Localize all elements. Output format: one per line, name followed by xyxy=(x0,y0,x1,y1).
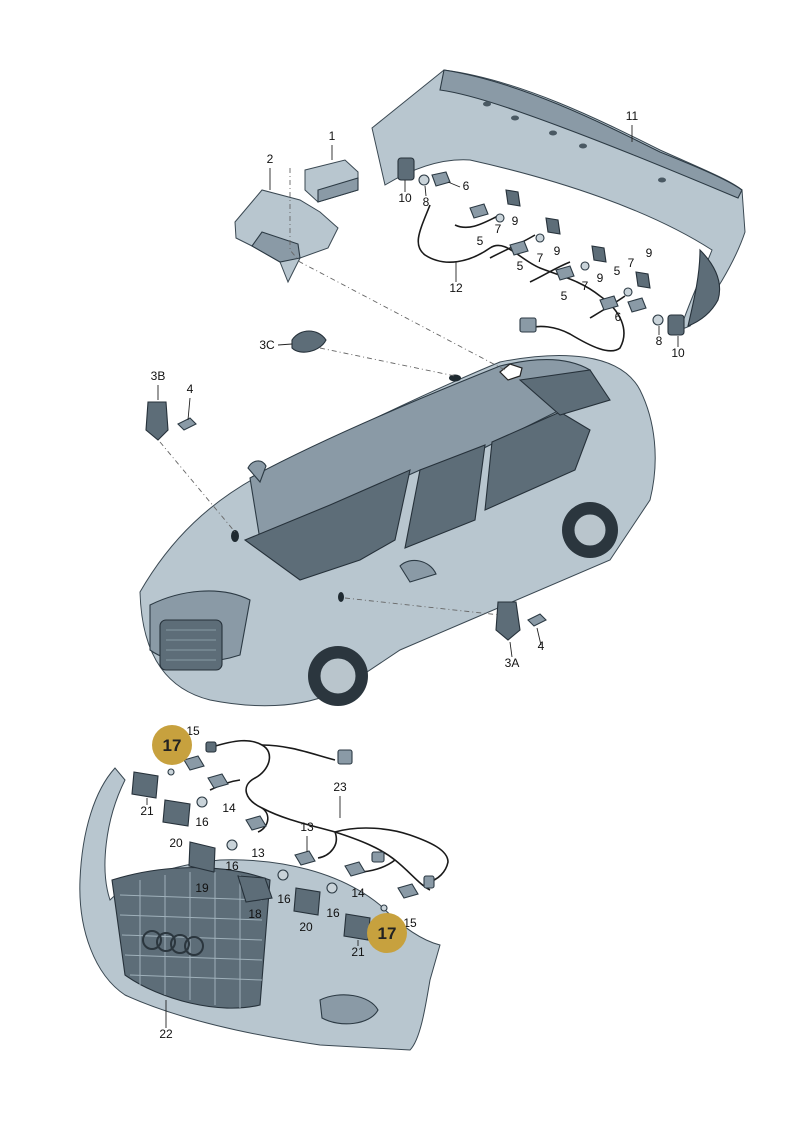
callout-c16c: 16 xyxy=(277,892,291,906)
reference-lines xyxy=(159,168,506,616)
callout-c7b: 7 xyxy=(537,251,544,265)
callout-c19: 19 xyxy=(195,881,209,895)
callout-c20b: 20 xyxy=(299,920,313,934)
callout-c16d: 16 xyxy=(326,906,340,920)
callout-c15b: 15 xyxy=(403,916,417,930)
car-body xyxy=(139,355,656,707)
callout-c5d: 5 xyxy=(561,289,568,303)
badge-label: 17 xyxy=(378,924,397,943)
callout-c15a: 15 xyxy=(186,724,200,738)
callout-c13b: 13 xyxy=(251,846,265,860)
callout-c6b: 6 xyxy=(615,310,622,324)
callout-c16a: 16 xyxy=(195,815,209,829)
callout-c7a: 7 xyxy=(495,222,502,236)
callout-c9a: 9 xyxy=(512,214,519,228)
callout-c20a: 20 xyxy=(169,836,183,850)
callout-c8b: 8 xyxy=(656,334,663,348)
parking-aid-control-unit xyxy=(304,159,359,203)
callout-c23: 23 xyxy=(333,780,347,794)
callout-c3a: 3A xyxy=(505,656,520,670)
callout-c16b: 16 xyxy=(225,859,239,873)
callout-c3b: 3B xyxy=(151,369,166,383)
callout-c5c: 5 xyxy=(614,264,621,278)
callout-c14a: 14 xyxy=(222,801,236,815)
front-bumper xyxy=(79,767,441,1051)
callout-c14b: 14 xyxy=(351,886,365,900)
front-sensors xyxy=(131,741,435,941)
badge-circle xyxy=(367,913,407,953)
sensor-3b xyxy=(145,401,197,441)
control-unit-bracket xyxy=(234,189,339,284)
callout-c10b: 10 xyxy=(671,346,685,360)
callout-c12: 12 xyxy=(449,281,463,295)
callout-c21a: 21 xyxy=(140,804,154,818)
callout-c4b: 4 xyxy=(538,639,545,653)
leader-lines xyxy=(146,125,679,1028)
callout-c4a: 4 xyxy=(187,382,194,396)
sensor-3a xyxy=(495,601,547,641)
callout-c7c: 7 xyxy=(582,279,589,293)
callout-c9d: 9 xyxy=(646,246,653,260)
callout-c8a: 8 xyxy=(423,195,430,209)
rear-sensors xyxy=(397,157,685,336)
badge-b17a: 17 xyxy=(152,725,192,765)
callout-c1: 1 xyxy=(329,129,336,143)
callout-c22: 22 xyxy=(159,1027,173,1041)
badge-label: 17 xyxy=(163,736,182,755)
rear-bumper xyxy=(371,69,746,331)
callout-c21b: 21 xyxy=(351,945,365,959)
callout-c5b: 5 xyxy=(517,259,524,273)
callout-c5a: 5 xyxy=(477,234,484,248)
callout-c10a: 10 xyxy=(398,191,412,205)
callout-c7d: 7 xyxy=(628,256,635,270)
badge-b17b: 17 xyxy=(367,913,407,953)
callout-c13a: 13 xyxy=(300,820,314,834)
sensor-3c xyxy=(291,330,327,353)
callout-c9c: 9 xyxy=(597,271,604,285)
badge-circle xyxy=(152,725,192,765)
callout-c11: 11 xyxy=(626,109,639,123)
callout-c6a: 6 xyxy=(463,179,470,193)
callout-c2: 2 xyxy=(267,152,274,166)
callout-c18: 18 xyxy=(248,907,262,921)
callout-c9b: 9 xyxy=(554,244,561,258)
callout-c3c: 3C xyxy=(259,338,275,352)
